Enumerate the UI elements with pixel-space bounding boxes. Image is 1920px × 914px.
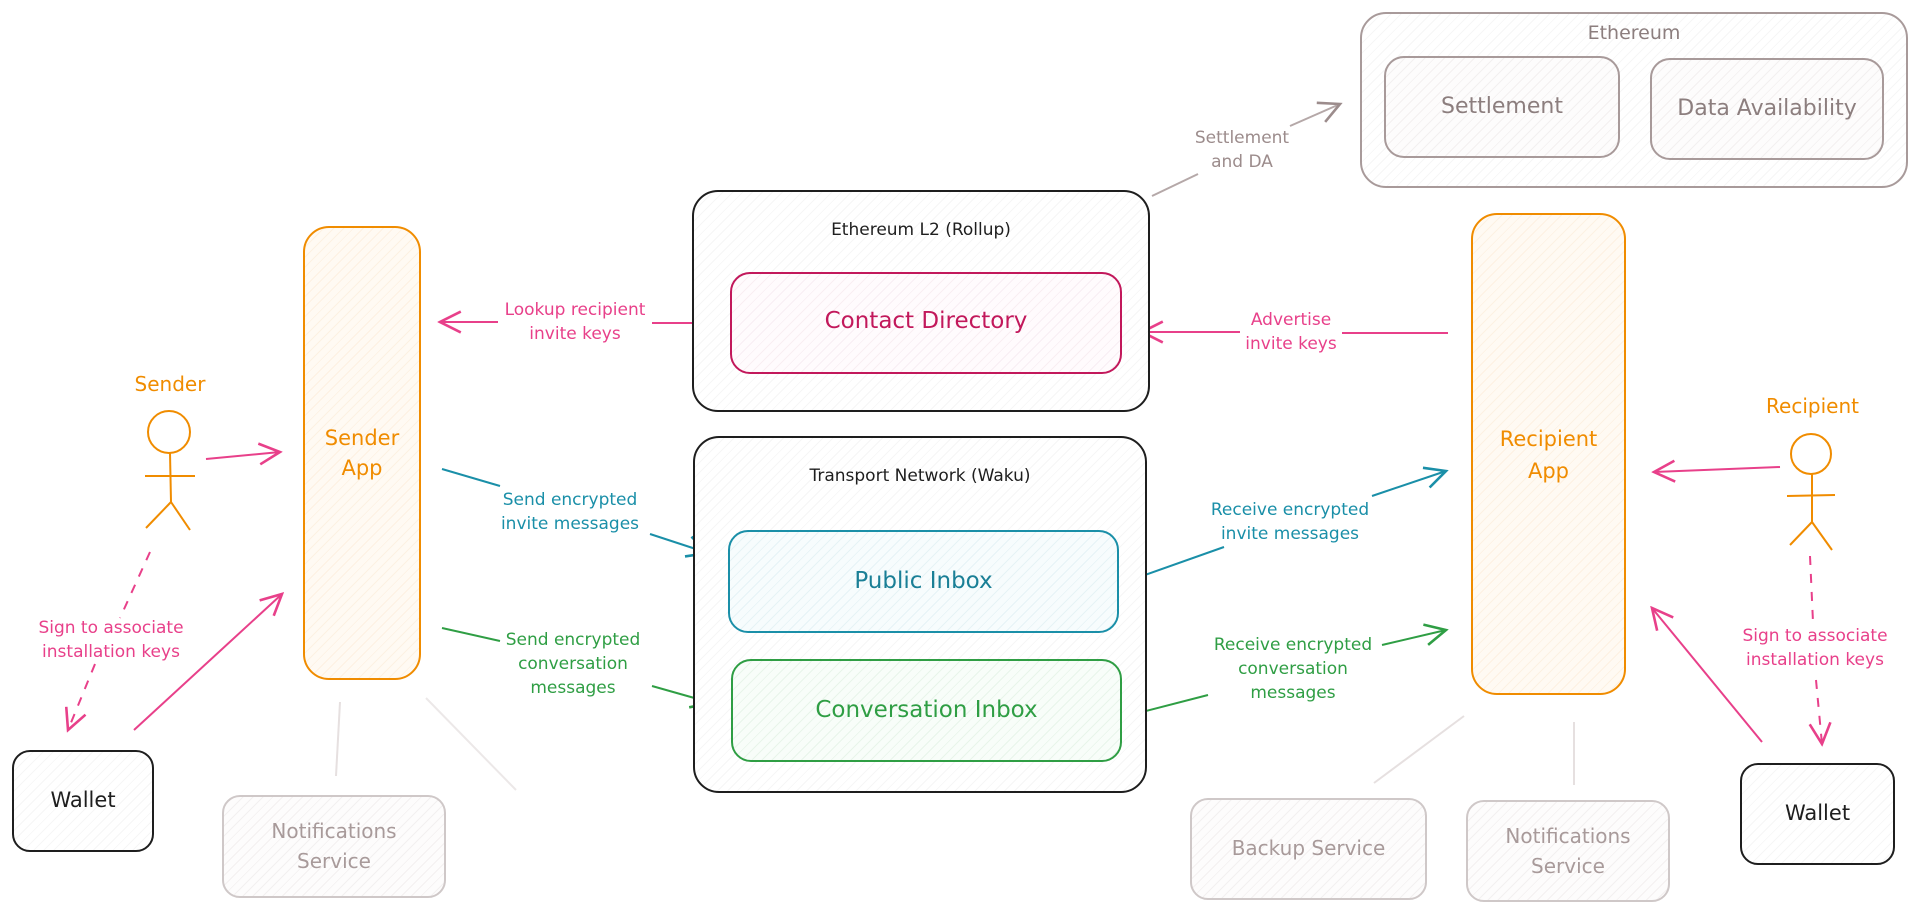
sender-figure-icon xyxy=(145,410,195,531)
settlement-node[interactable]: Settlement xyxy=(1384,56,1620,158)
backup-service-node[interactable]: Backup Service xyxy=(1190,798,1427,900)
edge-wallet-right-to-app xyxy=(1652,608,1763,743)
edge-label-send-conversation-line1: Send encrypted xyxy=(505,630,641,650)
edge-label-receive-conversation-line1: Receive encrypted xyxy=(1213,635,1373,655)
edge-receive-conversation-messages xyxy=(1141,630,1446,713)
wallet-right-label: Wallet xyxy=(1784,801,1851,825)
edge-sign-left xyxy=(68,551,151,730)
rollup-title: Ethereum L2 (Rollup) xyxy=(831,220,1011,240)
backup-service-label: Backup Service xyxy=(1231,836,1386,860)
notifications-left-line2: Service xyxy=(297,849,371,873)
edge-advertise-invite-keys xyxy=(1142,332,1448,333)
recipient-app-label-line1: Recipient xyxy=(1499,427,1598,451)
edge-label-lookup-line2: invite keys xyxy=(529,324,621,344)
edge-label-sign-left: Sign to associate installation keys xyxy=(18,616,204,664)
contact-directory-label: Contact Directory xyxy=(824,308,1028,334)
notifications-service-left-node[interactable]: Notifications Service xyxy=(222,795,446,898)
edge-label-sign-left-line1: Sign to associate xyxy=(38,618,184,638)
sender-label: Sender xyxy=(134,372,206,396)
conversation-inbox-node[interactable]: Conversation Inbox xyxy=(731,659,1122,762)
wallet-left-node[interactable]: Wallet xyxy=(12,750,154,852)
edge-label-sign-right-line2: installation keys xyxy=(1746,650,1884,670)
notifications-left-line1: Notifications xyxy=(271,819,397,843)
edge-label-receive-invite-line1: Receive encrypted xyxy=(1210,500,1370,520)
edge-label-sign-right: Sign to associate installation keys xyxy=(1722,624,1908,672)
sender-app-node[interactable]: Sender App xyxy=(303,226,421,680)
sender-app-label-line1: Sender xyxy=(324,426,400,450)
settlement-label: Settlement xyxy=(1441,94,1563,119)
notifications-right-line1: Notifications xyxy=(1505,824,1631,848)
edge-receive-invite-messages xyxy=(1141,471,1446,577)
edge-label-advertise-line1: Advertise xyxy=(1250,310,1332,330)
notifications-right-line2: Service xyxy=(1531,854,1605,878)
edge-wallet-left-to-app xyxy=(133,594,282,731)
edge-sender-app-notifications xyxy=(335,701,341,777)
edge-settlement-da xyxy=(1151,104,1340,197)
edge-label-settlement-da-line2: and DA xyxy=(1211,152,1273,172)
wallet-left-label: Wallet xyxy=(50,788,116,812)
edge-label-settlement-da-line1: Settlement xyxy=(1194,128,1290,148)
edge-label-receive-invite-line2: invite messages xyxy=(1220,524,1360,544)
edge-label-settlement-da: Settlement and DA xyxy=(1182,126,1302,174)
edge-label-advertise-line2: invite keys xyxy=(1245,334,1337,354)
edge-label-receive-conversation-line3: messages xyxy=(1250,683,1336,703)
edge-label-send-conversation-line3: messages xyxy=(530,678,616,698)
edge-sender-app-faint xyxy=(425,697,517,791)
public-inbox-node[interactable]: Public Inbox xyxy=(728,530,1119,633)
edge-recipient-app-backup xyxy=(1373,715,1465,784)
edge-label-sign-right-line1: Sign to associate xyxy=(1742,626,1888,646)
edge-label-sign-left-line2: installation keys xyxy=(42,642,180,662)
recipient-label: Recipient xyxy=(1766,394,1859,418)
ethereum-title: Ethereum xyxy=(1587,22,1681,44)
edge-recipient-to-app xyxy=(1654,467,1781,472)
edge-label-send-conversation: Send encrypted conversation messages xyxy=(492,628,654,700)
sender-app-label-line2: App xyxy=(341,456,383,480)
recipient-app-label-line2: App xyxy=(1527,459,1570,483)
wallet-right-node[interactable]: Wallet xyxy=(1740,763,1895,865)
edge-label-lookup-line1: Lookup recipient xyxy=(504,300,646,320)
edge-sign-right xyxy=(1810,555,1822,744)
edge-label-receive-conversation-line2: conversation xyxy=(1238,659,1348,679)
data-availability-label: Data Availability xyxy=(1677,96,1857,121)
conversation-inbox-label: Conversation Inbox xyxy=(815,697,1038,723)
edge-label-advertise: Advertise invite keys xyxy=(1236,308,1346,356)
notifications-service-right-node[interactable]: Notifications Service xyxy=(1466,800,1670,902)
edge-sender-to-app xyxy=(205,452,280,459)
edge-label-send-invite-line1: Send encrypted xyxy=(502,490,638,510)
edge-label-send-invite: Send encrypted invite messages xyxy=(490,488,650,536)
recipient-app-node[interactable]: Recipient App xyxy=(1471,213,1626,695)
edge-label-send-conversation-line2: conversation xyxy=(518,654,628,674)
recipient-figure-icon xyxy=(1786,433,1836,551)
edge-label-receive-invite: Receive encrypted invite messages xyxy=(1198,498,1382,546)
data-availability-node[interactable]: Data Availability xyxy=(1650,58,1884,160)
contact-directory-node[interactable]: Contact Directory xyxy=(730,272,1122,374)
transport-title: Transport Network (Waku) xyxy=(809,466,1031,486)
edge-label-receive-conversation: Receive encrypted conversation messages xyxy=(1200,633,1386,705)
edge-label-send-invite-line2: invite messages xyxy=(500,514,640,534)
public-inbox-label: Public Inbox xyxy=(854,568,993,594)
edge-label-lookup: Lookup recipient invite keys xyxy=(492,298,658,346)
